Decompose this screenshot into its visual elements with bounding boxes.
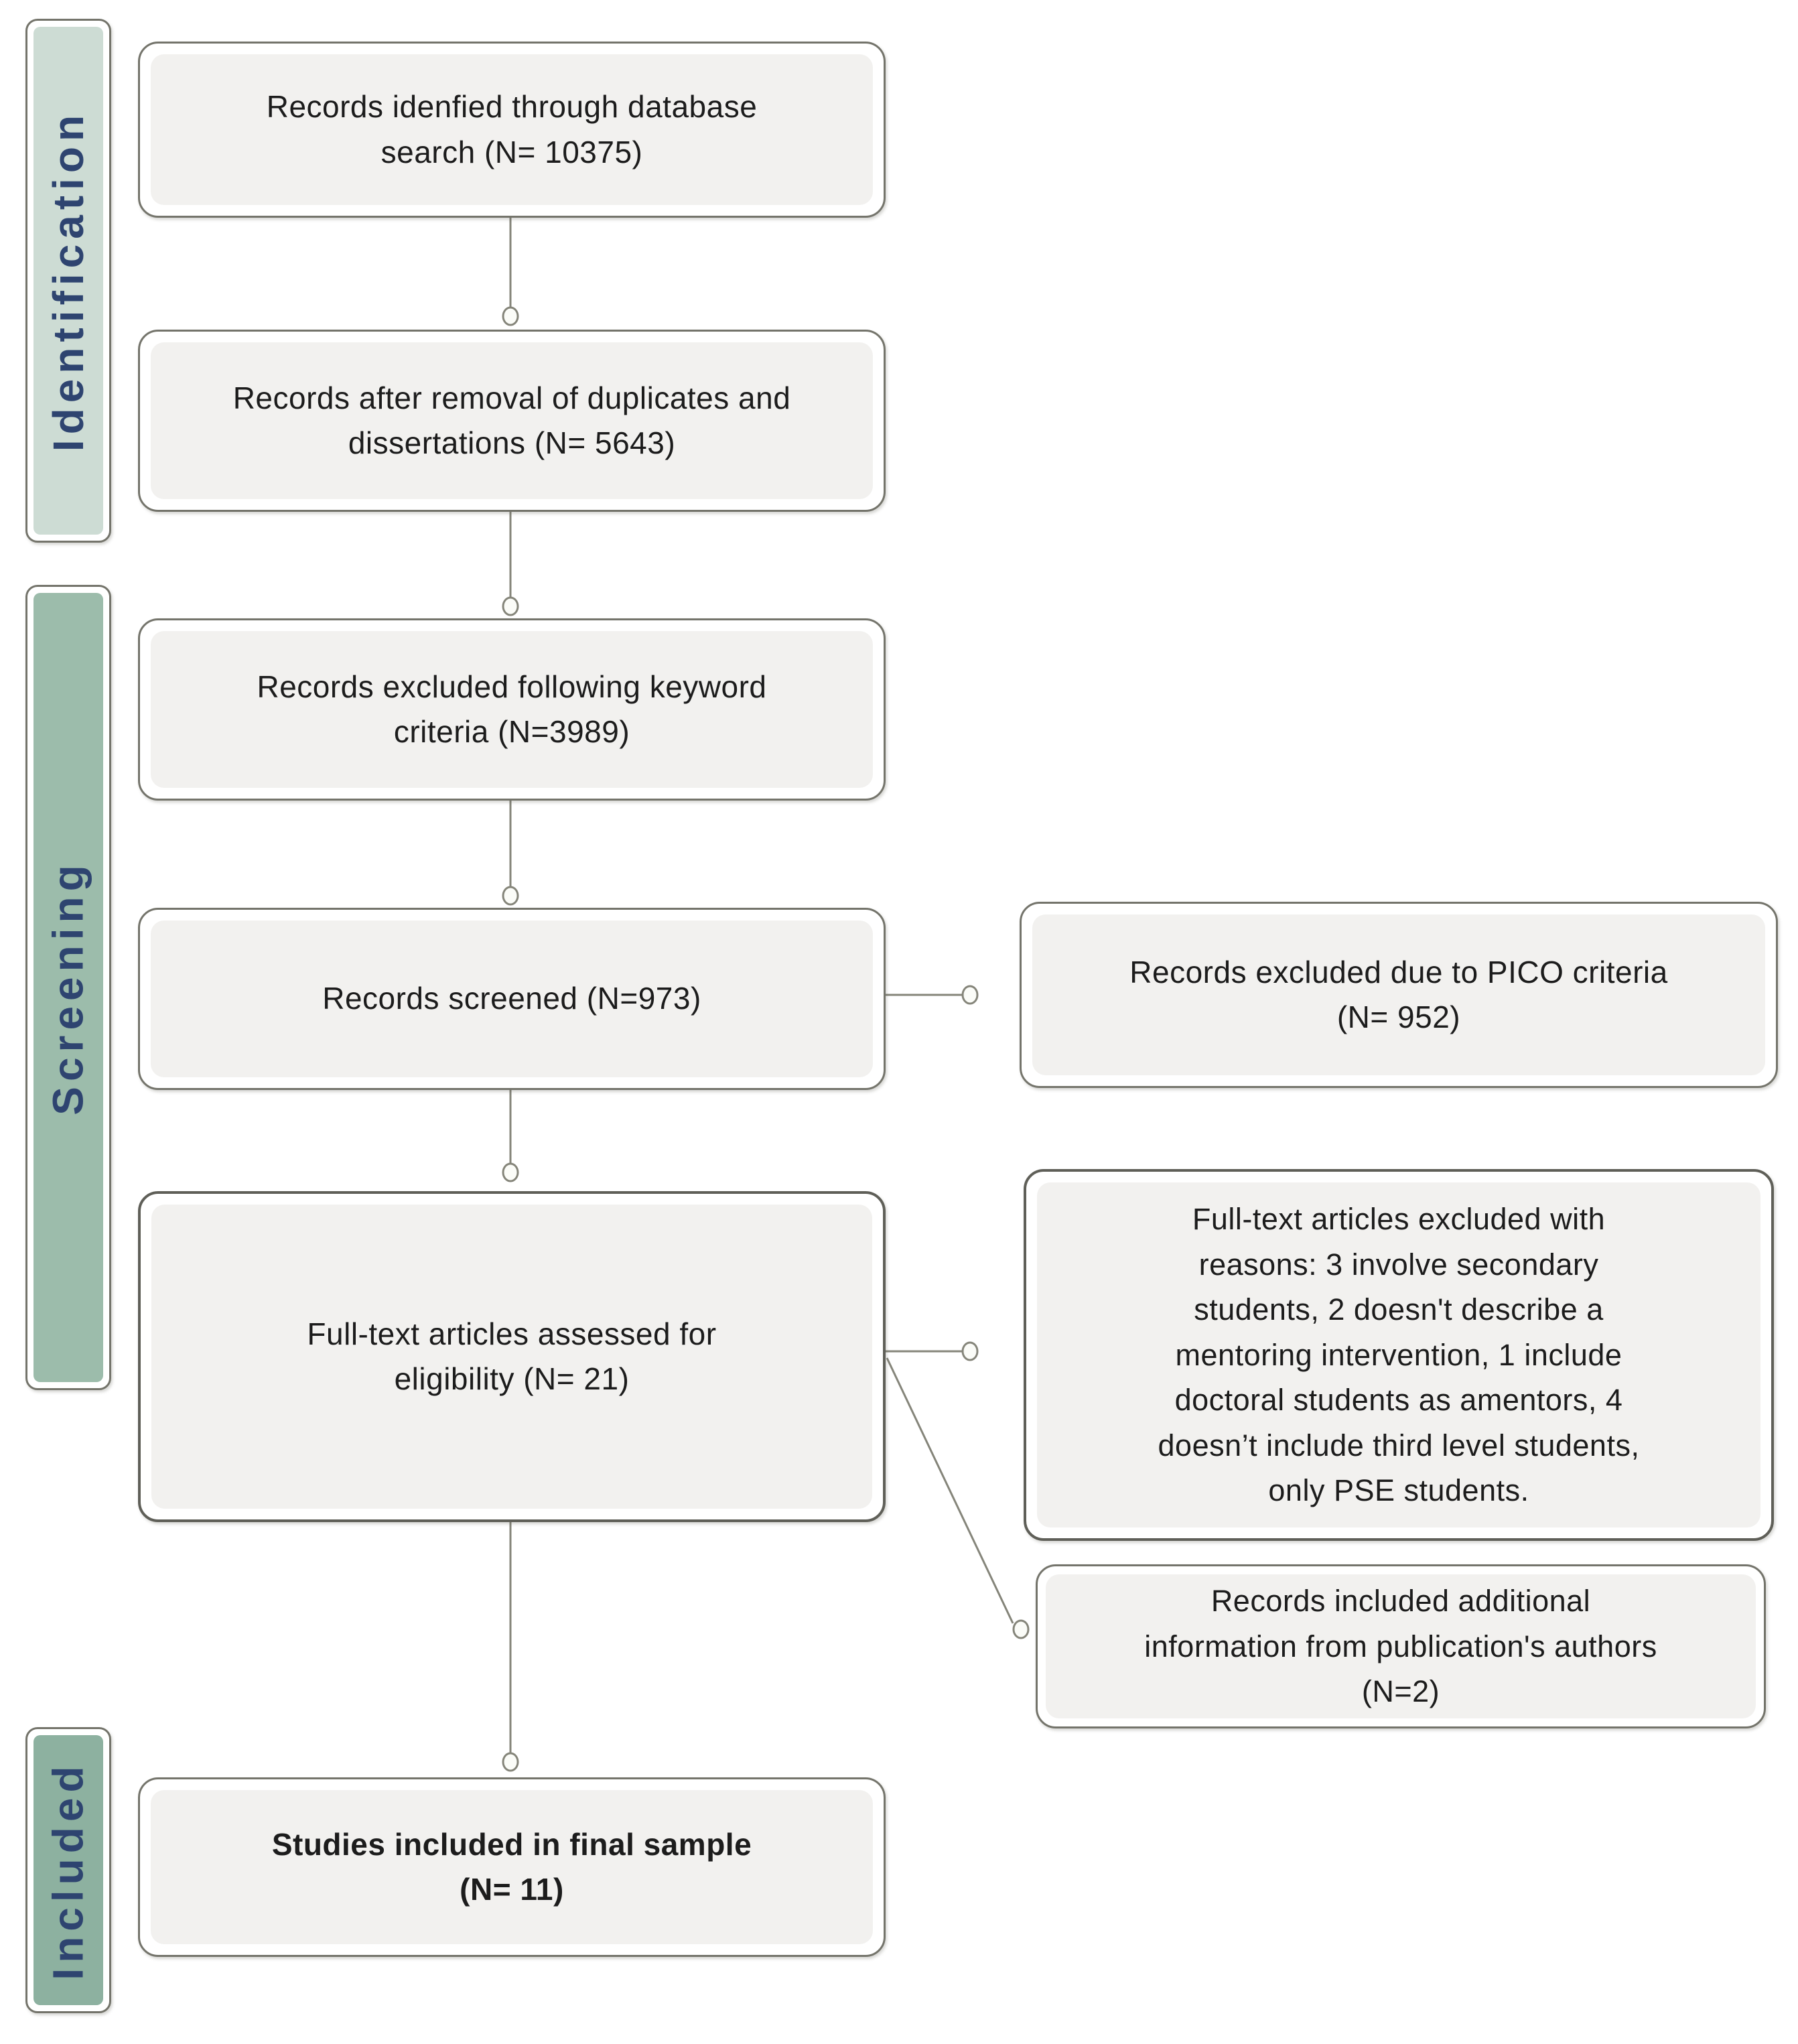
box-additional-information-text: Records included additional information … xyxy=(1144,1584,1657,1709)
box-studies-included-text: Studies included in final sample (N= 11) xyxy=(271,1826,752,1907)
box-excluded-pico: Records excluded due to PICO criteria (N… xyxy=(1020,902,1778,1088)
box-records-screened-text: Records screened (N=973) xyxy=(322,981,701,1016)
stage-identification-label: Identification xyxy=(44,109,92,452)
stage-included-label: Included xyxy=(44,1760,92,1980)
box-fulltext-assessed-fill: Full-text articles assessed for eligibil… xyxy=(151,1205,872,1509)
box-records-screened-fill: Records screened (N=973) xyxy=(151,921,873,1077)
box-fulltext-assessed: Full-text articles assessed for eligibil… xyxy=(138,1191,886,1522)
stage-included-fill: Included xyxy=(33,1735,103,2005)
connector-endpoint-icon xyxy=(1012,1619,1030,1639)
connector-endpoint-icon xyxy=(502,1162,519,1182)
box-records-identified-fill: Records idenfied through database search… xyxy=(151,54,873,205)
connector-endpoint-icon xyxy=(961,1341,979,1361)
stage-included: Included xyxy=(25,1727,111,2013)
connector-endpoint-icon xyxy=(502,1752,519,1772)
box-fulltext-excluded: Full-text articles excluded with reasons… xyxy=(1024,1169,1774,1541)
box-additional-information: Records included additional information … xyxy=(1036,1564,1766,1728)
stage-identification-fill: Identification xyxy=(33,27,103,535)
box-studies-included-fill: Studies included in final sample (N= 11) xyxy=(151,1790,873,1944)
stage-screening-fill: Screening xyxy=(33,593,103,1382)
box-records-after-removal-fill: Records after removal of duplicates and … xyxy=(151,342,873,499)
box-studies-included: Studies included in final sample (N= 11) xyxy=(138,1777,886,1957)
box-additional-information-fill: Records included additional information … xyxy=(1046,1574,1756,1718)
stage-screening-label: Screening xyxy=(44,860,92,1115)
box-records-excluded-keyword-text: Records excluded following keyword crite… xyxy=(257,669,767,749)
connector-endpoint-icon xyxy=(502,306,519,326)
box-records-screened: Records screened (N=973) xyxy=(138,908,886,1090)
connector-line xyxy=(886,1357,1014,1624)
box-records-identified: Records idenfied through database search… xyxy=(138,42,886,218)
box-records-excluded-keyword-fill: Records excluded following keyword crite… xyxy=(151,631,873,788)
stage-identification: Identification xyxy=(25,19,111,543)
box-records-identified-text: Records idenfied through database search… xyxy=(266,89,758,169)
stage-screening: Screening xyxy=(25,585,111,1390)
box-records-excluded-keyword: Records excluded following keyword crite… xyxy=(138,618,886,801)
connector-endpoint-icon xyxy=(502,596,519,616)
box-fulltext-excluded-text: Full-text articles excluded with reasons… xyxy=(1158,1202,1640,1508)
box-fulltext-assessed-text: Full-text articles assessed for eligibil… xyxy=(307,1316,717,1396)
box-fulltext-excluded-fill: Full-text articles excluded with reasons… xyxy=(1037,1182,1760,1527)
box-excluded-pico-text: Records excluded due to PICO criteria (N… xyxy=(1129,954,1668,1034)
connector-endpoint-icon xyxy=(961,985,979,1005)
box-records-after-removal-text: Records after removal of duplicates and … xyxy=(232,380,791,460)
box-records-after-removal: Records after removal of duplicates and … xyxy=(138,330,886,512)
connector-endpoint-icon xyxy=(502,886,519,906)
box-excluded-pico-fill: Records excluded due to PICO criteria (N… xyxy=(1032,914,1765,1075)
